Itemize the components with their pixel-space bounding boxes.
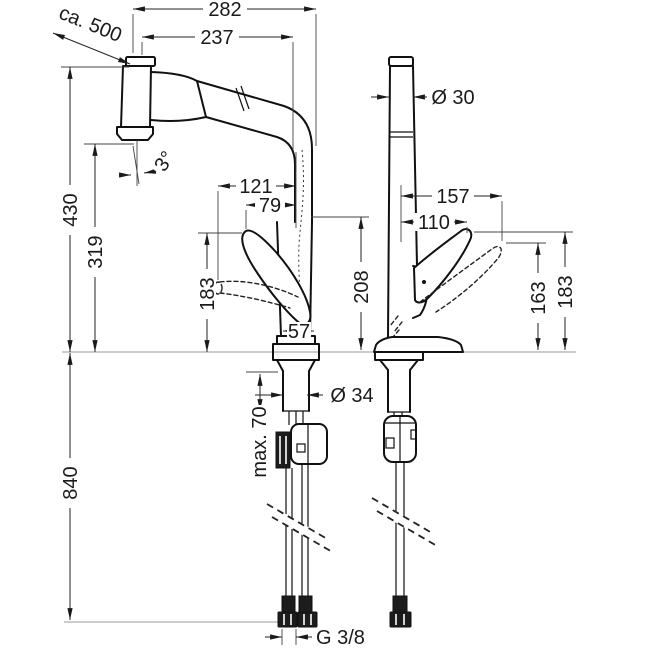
dim-connection-thread: G 3/8 — [265, 627, 365, 649]
dim-overall-height: 430 — [60, 66, 129, 352]
spray-head — [116, 56, 156, 141]
hose-nut-side — [389, 611, 412, 628]
dim-handle-depth-max-label: 157 — [436, 186, 469, 208]
hose-break-gap — [266, 505, 334, 551]
dim-base-width-label: 57 — [288, 321, 310, 343]
dim-handle-height-side: 183 — [474, 231, 577, 350]
hose-ferrule-side — [392, 595, 408, 613]
spray-head-cone — [150, 71, 207, 122]
dim-height-to-spray-head: 319 — [84, 143, 134, 352]
front-view — [116, 56, 335, 628]
dim-hose-extension: ca. 500 — [51, 0, 131, 65]
side-view — [371, 56, 502, 628]
dim-overall-height-label: 430 — [60, 193, 82, 226]
spout-arm — [196, 80, 313, 223]
hose-nut-left — [277, 611, 298, 628]
dim-spout-reach: 237 — [141, 27, 294, 150]
dim-handle-height-side-label: 183 — [555, 275, 577, 308]
hose-path-dotted — [298, 149, 304, 317]
hose-nut-right — [297, 611, 318, 628]
dim-handle-width-max: 121 — [217, 152, 297, 280]
dim-under-counter-height-label: 840 — [60, 466, 82, 499]
hose-connector-front — [290, 423, 328, 465]
dim-spray-angle: 3° — [119, 140, 179, 186]
dim-spout-reach-label: 237 — [200, 27, 233, 49]
hose-coupling-front — [275, 431, 291, 469]
dim-handle-height-front-label: 183 — [197, 277, 219, 310]
handle-front — [241, 229, 312, 326]
under-counter-side — [371, 351, 438, 628]
dim-spout-diameter-label: Ø 30 — [431, 87, 474, 109]
dim-handle-height-open: 163 — [506, 242, 550, 350]
dim-connection-thread-label: G 3/8 — [316, 627, 365, 649]
dim-overall-reach-label: 282 — [208, 0, 241, 21]
dim-overall-reach: 282 — [132, 0, 317, 146]
dim-spout-column-height-label: 208 — [351, 270, 373, 303]
under-counter-front — [266, 359, 335, 628]
dim-height-to-spray-head-label: 319 — [85, 235, 107, 268]
dim-hose-extension-label: ca. 500 — [56, 2, 125, 47]
dim-spout-column-height: 208 — [311, 216, 373, 350]
dim-handle-width-max-label: 121 — [239, 176, 272, 198]
dim-handle-depth-max: 157 — [400, 185, 503, 242]
hose-break-gap — [373, 500, 438, 545]
dim-handle-height-front: 183 — [197, 232, 242, 352]
base-side — [373, 336, 464, 353]
dim-base-width: 57 — [283, 321, 314, 343]
dim-mounting-hole-label: Ø 34 — [330, 385, 373, 407]
dim-handle-depth-label: 110 — [418, 212, 450, 234]
dim-handle-depth: 110 — [401, 212, 468, 234]
handle-side — [412, 228, 502, 319]
handle-side-dashed — [419, 245, 502, 313]
dim-handle-width: 79 — [245, 195, 296, 229]
dim-under-counter-height: 840 — [60, 353, 82, 620]
dim-max-counter-thickness: max. 70 — [246, 371, 278, 479]
spout-column — [387, 56, 418, 338]
dim-mounting-hole: Ø 34 — [255, 385, 380, 407]
dim-spout-diameter: Ø 30 — [371, 87, 481, 109]
dim-handle-height-open-label: 163 — [528, 281, 550, 314]
dim-handle-width-label: 79 — [259, 195, 281, 217]
dim-max-counter-thickness-label: max. 70 — [249, 406, 271, 477]
hose-ferrule-left — [281, 595, 296, 613]
hose-ferrule-right — [298, 595, 313, 613]
